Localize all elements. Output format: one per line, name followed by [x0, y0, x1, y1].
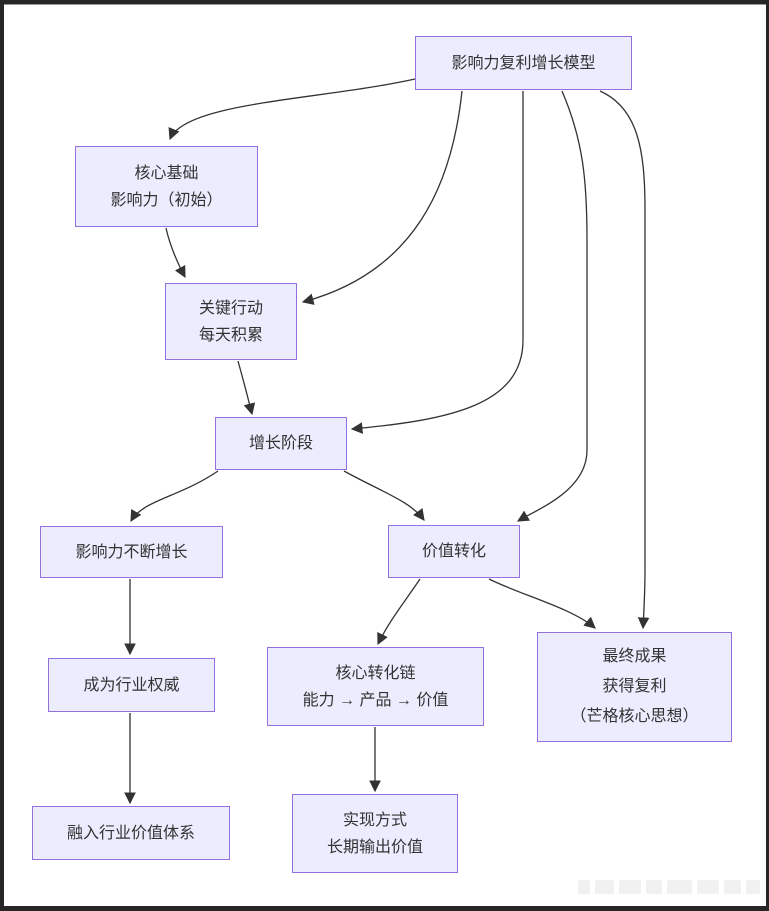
watermark-glyph — [619, 880, 641, 894]
node-foundation-line1: 核心基础 — [134, 164, 199, 182]
node-foundation: 核心基础 影响力（初始） — [75, 146, 258, 227]
node-action: 关键行动 每天积累 — [165, 283, 297, 360]
node-foundation-line2: 影响力（初始） — [110, 191, 223, 209]
watermark-glyph — [746, 880, 761, 894]
node-growth: 增长阶段 — [215, 417, 347, 470]
watermark-glyph — [697, 880, 719, 894]
node-conversion-chain-line2: 能力 → 产品 → 价值 — [302, 691, 449, 709]
watermark — [578, 876, 761, 898]
watermark-glyph — [645, 880, 662, 894]
watermark-glyph — [666, 880, 693, 894]
node-influence-growth-label: 影响力不断增长 — [75, 543, 188, 561]
watermark-glyph — [594, 880, 615, 894]
node-implementation-line2: 长期输出价值 — [326, 838, 423, 856]
node-final-result: 最终成果 获得复利 （芒格核心思想） — [537, 632, 732, 742]
diagram-canvas — [4, 4, 766, 906]
node-implementation: 实现方式 长期输出价值 — [292, 794, 458, 873]
node-model: 影响力复利增长模型 — [415, 36, 632, 90]
node-final-result-line3: （芒格核心思想） — [570, 708, 699, 725]
node-final-result-line2: 获得复利 — [602, 678, 667, 695]
node-value-conversion-label: 价值转化 — [421, 543, 486, 560]
node-implementation-line1: 实现方式 — [342, 811, 407, 829]
node-action-line1: 关键行动 — [198, 299, 263, 317]
watermark-glyph — [578, 880, 590, 894]
node-action-line2: 每天积累 — [198, 326, 263, 344]
node-conversion-chain: 核心转化链 能力 → 产品 → 价值 — [267, 647, 484, 726]
node-model-label: 影响力复利增长模型 — [451, 54, 596, 72]
node-final-result-line1: 最终成果 — [602, 648, 667, 665]
node-industry-value-system: 融入行业价值体系 — [32, 806, 230, 860]
node-industry-value-system-label: 融入行业价值体系 — [66, 824, 195, 842]
node-conversion-chain-line1: 核心转化链 — [335, 664, 416, 682]
node-industry-authority: 成为行业权威 — [48, 658, 215, 712]
node-industry-authority-label: 成为行业权威 — [83, 676, 180, 694]
watermark-glyph — [723, 880, 742, 894]
node-value-conversion: 价值转化 — [388, 525, 520, 578]
node-influence-growth: 影响力不断增长 — [40, 526, 223, 578]
node-growth-label: 增长阶段 — [248, 435, 313, 452]
